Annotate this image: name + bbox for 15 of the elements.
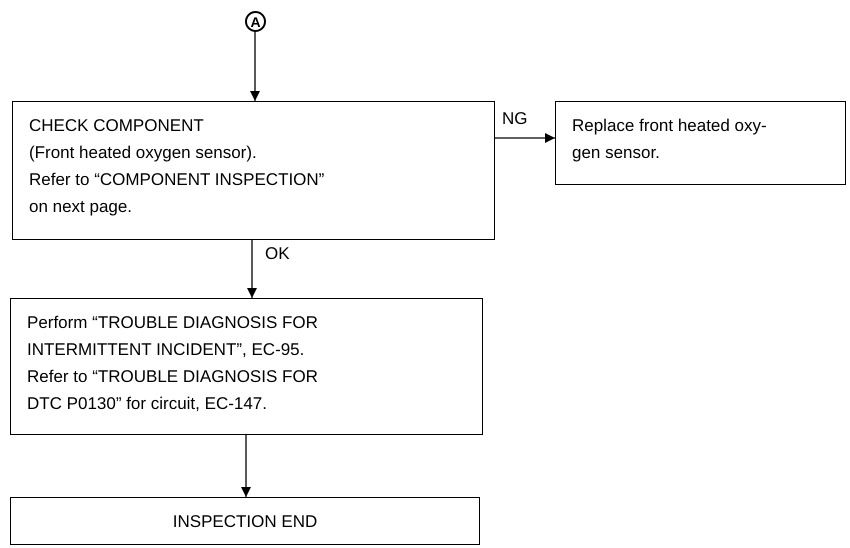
arrow [241, 435, 251, 497]
process-box [12, 101, 495, 240]
end-box [10, 497, 480, 545]
box-text: INSPECTION END [172, 511, 318, 533]
box-text: Refer to “TROUBLE DIAGNOSIS FOR DTC P0130” for circuit, EC-147. [27, 366, 319, 415]
process-box [555, 101, 846, 185]
box-text: (Front heated oxygen sensor). [29, 142, 258, 164]
arrow [495, 133, 555, 143]
box-text: Replace front heated oxy- gen sensor. [572, 115, 768, 164]
box-text: Refer to “COMPONENT INSPECTION” on next page. [29, 169, 326, 218]
arrow [250, 32, 260, 101]
arrow [247, 240, 257, 298]
box-text: CHECK COMPONENT [29, 115, 205, 137]
box-text: Perform “TROUBLE DIAGNOSIS FOR INTERMITTENT INCIDENT”, EC-95. [27, 312, 319, 361]
process-box [10, 298, 483, 435]
